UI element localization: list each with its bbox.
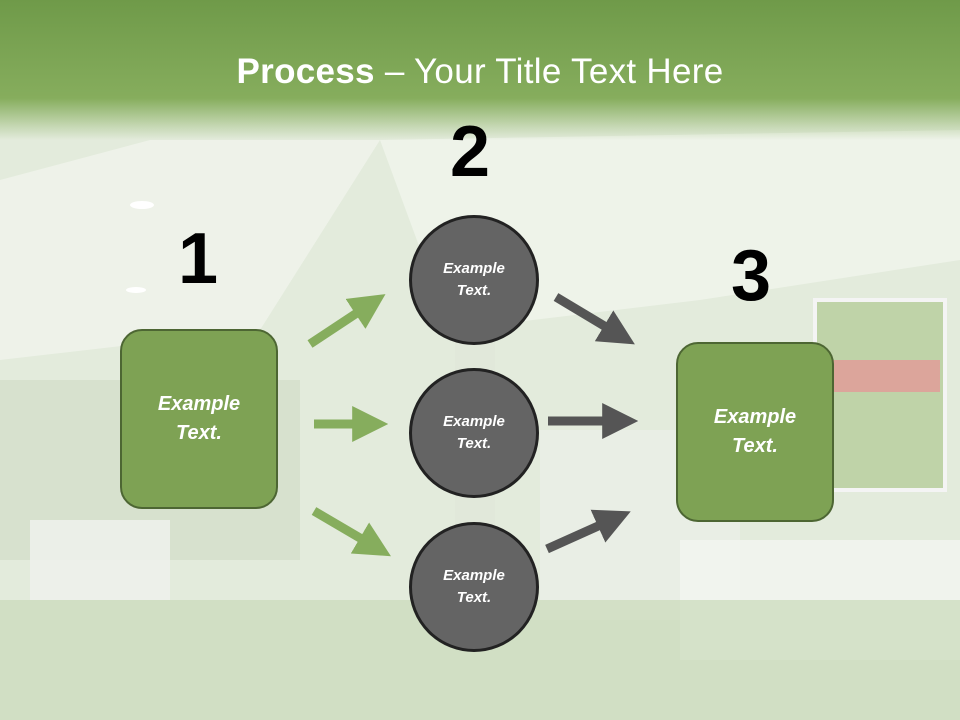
step-1-label: Example Text. [157,393,241,444]
step-number-1: 1 [178,219,219,299]
step-3-label: Example Text. [713,406,797,457]
circle-top-label: Example Text. [443,259,505,300]
arrow-1-to-top [307,294,386,348]
arrow-bottom-to-3 [545,509,631,554]
page-title: Process – Your Title Text Here [0,52,960,92]
arrow-1-to-bottom [311,507,391,557]
title-rest: – Your Title Text Here [374,52,724,91]
title-bar [0,0,960,140]
circle-middle: Example Text. [409,368,539,498]
title-bold: Process [236,52,375,91]
step-number-3: 3 [731,236,772,316]
step-number-2: 2 [450,112,491,192]
circle-top: Example Text. [409,215,539,345]
circle-middle-label: Example Text. [443,412,505,453]
step-3-box: Example Text. [676,342,834,522]
circle-bottom: Example Text. [409,522,539,652]
arrow-top-to-3 [553,293,635,345]
step-1-box: Example Text. [120,329,278,509]
circle-bottom-label: Example Text. [443,566,505,607]
